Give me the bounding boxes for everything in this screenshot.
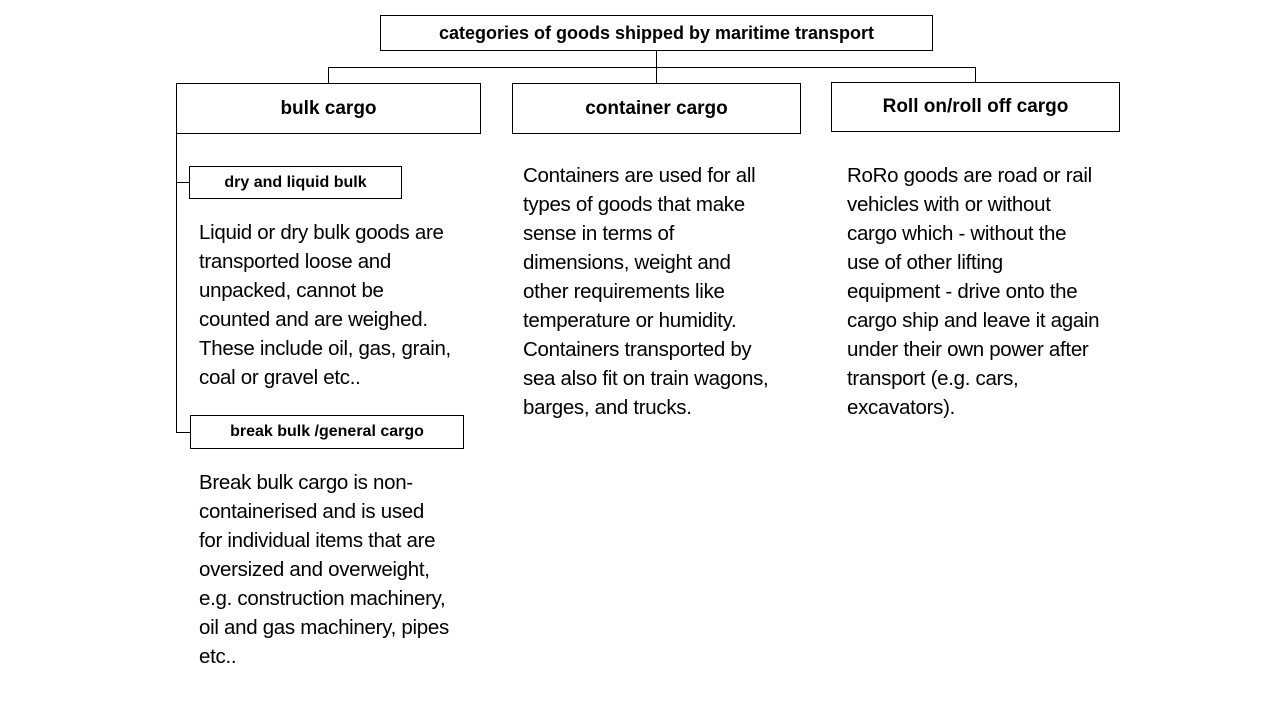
text-line: Liquid or dry bulk goods are [199,221,444,244]
root-node: categories of goods shipped by maritime … [380,15,933,51]
text-line: barges, and trucks. [523,396,692,419]
text-line: oversized and overweight, [199,558,430,581]
connector-roro [975,67,976,82]
text-line: dimensions, weight and [523,251,731,274]
text-line: other requirements like [523,280,725,303]
text-line: These include oil, gas, grain, [199,337,451,360]
text-line: sea also fit on train wagons, [523,367,769,390]
text-line: use of other lifting [847,251,1003,274]
break-bulk-description: Break bulk cargo is non- containerised a… [199,468,449,671]
roro-cargo-description: RoRo goods are road or rail vehicles wit… [847,161,1100,422]
text-line: RoRo goods are road or rail [847,164,1092,187]
connector-root [656,50,657,83]
connector-bulk [328,67,329,83]
text-line: under their own power after [847,338,1089,361]
node-dry-liquid-bulk: dry and liquid bulk [189,166,402,199]
text-line: types of goods that make [523,193,745,216]
text-line: coal or gravel etc.. [199,366,361,389]
connector-break-bulk [176,432,191,433]
node-bulk-cargo: bulk cargo [176,83,481,134]
text-line: transport (e.g. cars, [847,367,1019,390]
text-line: temperature or humidity. [523,309,737,332]
text-line: Break bulk cargo is non- [199,471,413,494]
text-line: oil and gas machinery, pipes [199,616,449,639]
node-container-cargo: container cargo [512,83,801,134]
connector-bulk-sub [176,133,177,433]
text-line: cargo ship and leave it again [847,309,1100,332]
connector-horizontal [328,67,976,68]
text-line: containerised and is used [199,500,424,523]
text-line: Containers are used for all [523,164,756,187]
text-line: equipment - drive onto the [847,280,1078,303]
container-cargo-description: Containers are used for all types of goo… [523,161,769,422]
text-line: Containers transported by [523,338,752,361]
text-line: unpacked, cannot be [199,279,384,302]
text-line: vehicles with or without [847,193,1051,216]
text-line: etc.. [199,645,237,668]
node-break-bulk: break bulk /general cargo [190,415,464,449]
text-line: transported loose and [199,250,392,273]
dry-liquid-bulk-description: Liquid or dry bulk goods are transported… [199,218,451,392]
connector-dry-liquid [176,182,190,183]
text-line: e.g. construction machinery, [199,587,446,610]
text-line: cargo which - without the [847,222,1067,245]
text-line: excavators). [847,396,956,419]
text-line: sense in terms of [523,222,674,245]
node-roro-cargo: Roll on/roll off cargo [831,82,1120,132]
text-line: counted and are weighed. [199,308,428,331]
text-line: for individual items that are [199,529,436,552]
